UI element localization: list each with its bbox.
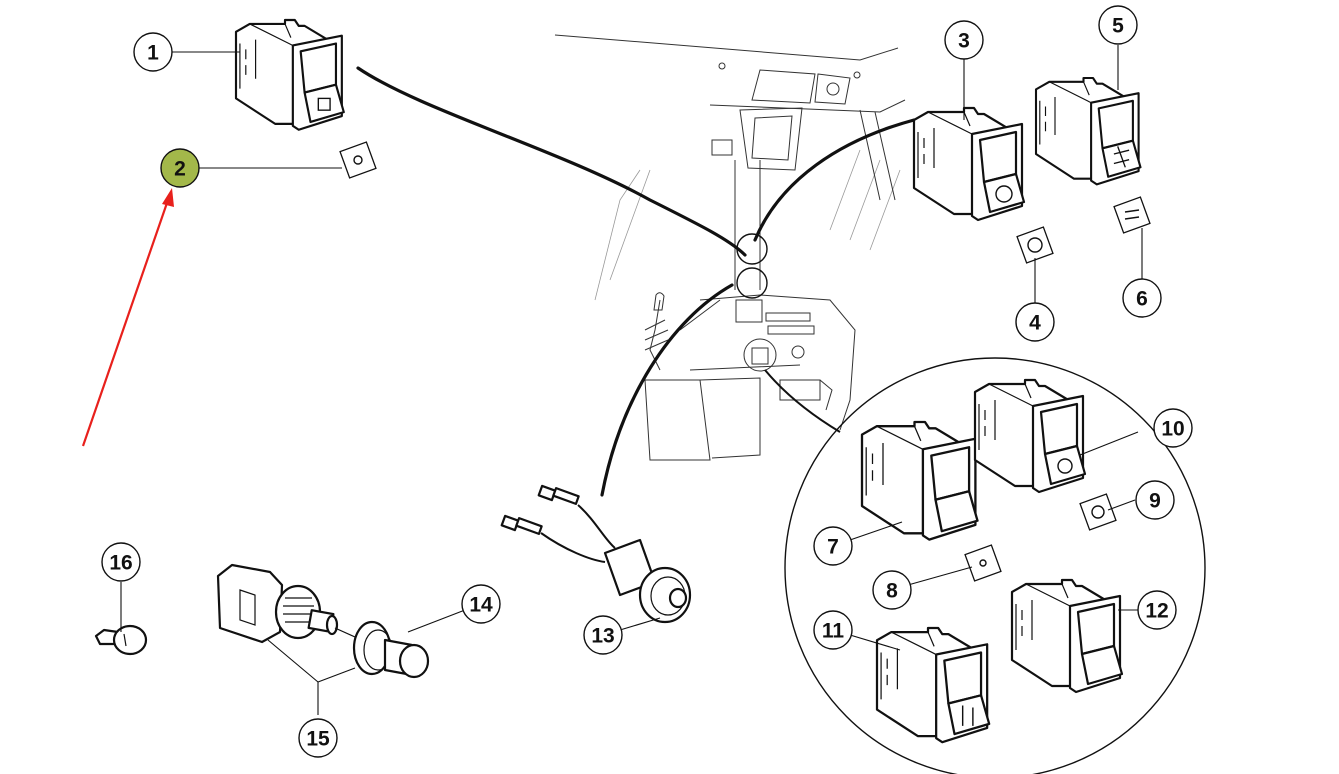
svg-text:14: 14 xyxy=(469,594,493,617)
symbol-plate-2 xyxy=(339,141,377,179)
detail-marker-lower xyxy=(736,267,768,299)
red-pointer-arrow xyxy=(81,188,174,447)
rocker-switch-12 xyxy=(1010,578,1124,694)
svg-text:5: 5 xyxy=(1112,15,1124,38)
svg-text:8: 8 xyxy=(886,580,898,603)
push-switch-assembly-15 xyxy=(216,563,339,644)
rocker-switch-5 xyxy=(1034,76,1142,186)
svg-text:13: 13 xyxy=(591,625,614,648)
symbol-plate-4 xyxy=(1016,226,1054,264)
callout-11[interactable]: 11 xyxy=(813,610,853,650)
svg-text:3: 3 xyxy=(958,30,970,53)
detail-marker-upper xyxy=(736,233,768,265)
cables xyxy=(356,66,916,497)
callout-12[interactable]: 12 xyxy=(1137,590,1177,630)
svg-text:1: 1 xyxy=(147,42,159,65)
svg-text:2: 2 xyxy=(174,158,186,181)
rocker-switch-3 xyxy=(912,106,1026,222)
svg-text:12: 12 xyxy=(1145,600,1168,623)
callout-6[interactable]: 6 xyxy=(1122,278,1162,318)
symbol-plate-8 xyxy=(964,544,1002,582)
svg-text:11: 11 xyxy=(822,620,845,643)
callout-2[interactable]: 2 xyxy=(160,148,200,188)
svg-text:15: 15 xyxy=(306,728,330,751)
svg-text:16: 16 xyxy=(109,552,132,575)
callout-5[interactable]: 5 xyxy=(1098,5,1138,45)
symbol-plate-6 xyxy=(1113,196,1151,234)
leader-lines xyxy=(120,45,1143,715)
callout-7[interactable]: 7 xyxy=(813,526,853,566)
callout-15[interactable]: 15 xyxy=(298,718,338,758)
rocker-switch-1 xyxy=(234,18,345,131)
callout-4[interactable]: 4 xyxy=(1015,302,1055,342)
push-button-13 xyxy=(500,484,692,624)
svg-text:10: 10 xyxy=(1161,418,1184,441)
svg-text:9: 9 xyxy=(1149,490,1161,513)
bulb-16 xyxy=(94,624,148,656)
rocker-switch-7 xyxy=(860,420,979,541)
push-button-cap-14 xyxy=(334,620,430,679)
rocker-switch-11 xyxy=(875,626,991,744)
callout-13[interactable]: 13 xyxy=(583,615,623,655)
callout-3[interactable]: 3 xyxy=(944,20,984,60)
callout-1[interactable]: 1 xyxy=(133,32,173,72)
symbol-plate-9 xyxy=(1079,493,1117,531)
detail-zoom-circle xyxy=(784,357,1206,774)
callout-9[interactable]: 9 xyxy=(1135,480,1175,520)
svg-text:4: 4 xyxy=(1029,312,1041,335)
callout-16[interactable]: 16 xyxy=(101,542,141,582)
callout-14[interactable]: 14 xyxy=(461,584,501,624)
svg-text:7: 7 xyxy=(827,536,839,559)
rocker-switch-10 xyxy=(973,378,1087,494)
callout-10[interactable]: 10 xyxy=(1153,408,1193,448)
callout-8[interactable]: 8 xyxy=(872,570,912,610)
cab-background xyxy=(554,34,906,461)
svg-text:6: 6 xyxy=(1136,288,1148,311)
